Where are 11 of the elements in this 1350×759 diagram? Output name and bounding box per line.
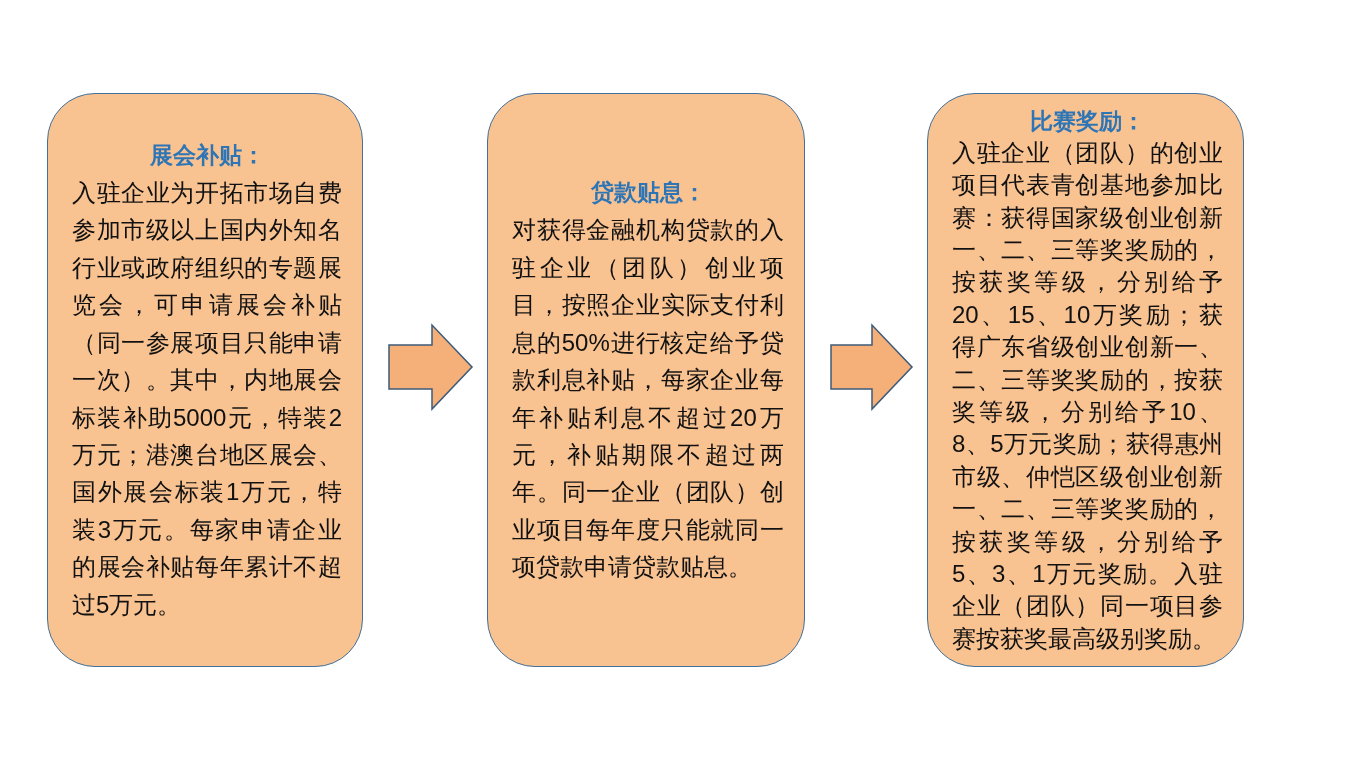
box-text: 对获得金融机构贷款的入驻企业（团队）创业项目，按照企业实际支付利息的50%进行核定给予贷款利息补贴，每家企业每年补贴利息不超过20万元，补贴期限不超过两年。同一企业（团队）创业项目每年度只能就同一项贷款申请贷款贴息。 bbox=[512, 215, 784, 583]
box-heading: 比赛奖励： bbox=[1029, 106, 1146, 136]
rounded-box bbox=[47, 93, 363, 667]
block-arrow bbox=[388, 323, 474, 411]
rounded-box bbox=[487, 93, 805, 667]
box-heading: 贷款贴息： bbox=[589, 178, 707, 208]
box-text: 入驻企业（团队）的创业项目代表青创基地参加比赛：获得国家级创业创新一、二、三等奖奖励的，按获奖等级，分别给予20、15、10万奖励；获得广东省级创业创新一、二、三等奖奖励的，按获奖等级，分别给予10、8、5万元奖励；获得惠州市级、仲恺区级创业创新一、二、三等奖奖励的，按获奖等级，分别给予5、3、1万元奖励。入驻企业（团队）同一项目参赛按获奖最高级别奖励。 bbox=[952, 137, 1223, 654]
box-heading: 展会补贴： bbox=[148, 141, 266, 171]
box-text: 入驻企业为开拓市场自费参加市级以上国内外知名行业或政府组织的专题展览会，可申请展会补贴（同一参展项目只能申请一次）。其中，内地展会标装补助5000元，特装2万元；港澳台地区展会、国外展会标装1万元，特装3万元。每家申请企业的展会补贴每年累计不超过5万元。 bbox=[72, 178, 342, 620]
block-arrow bbox=[830, 323, 914, 411]
rounded-box bbox=[927, 93, 1244, 667]
